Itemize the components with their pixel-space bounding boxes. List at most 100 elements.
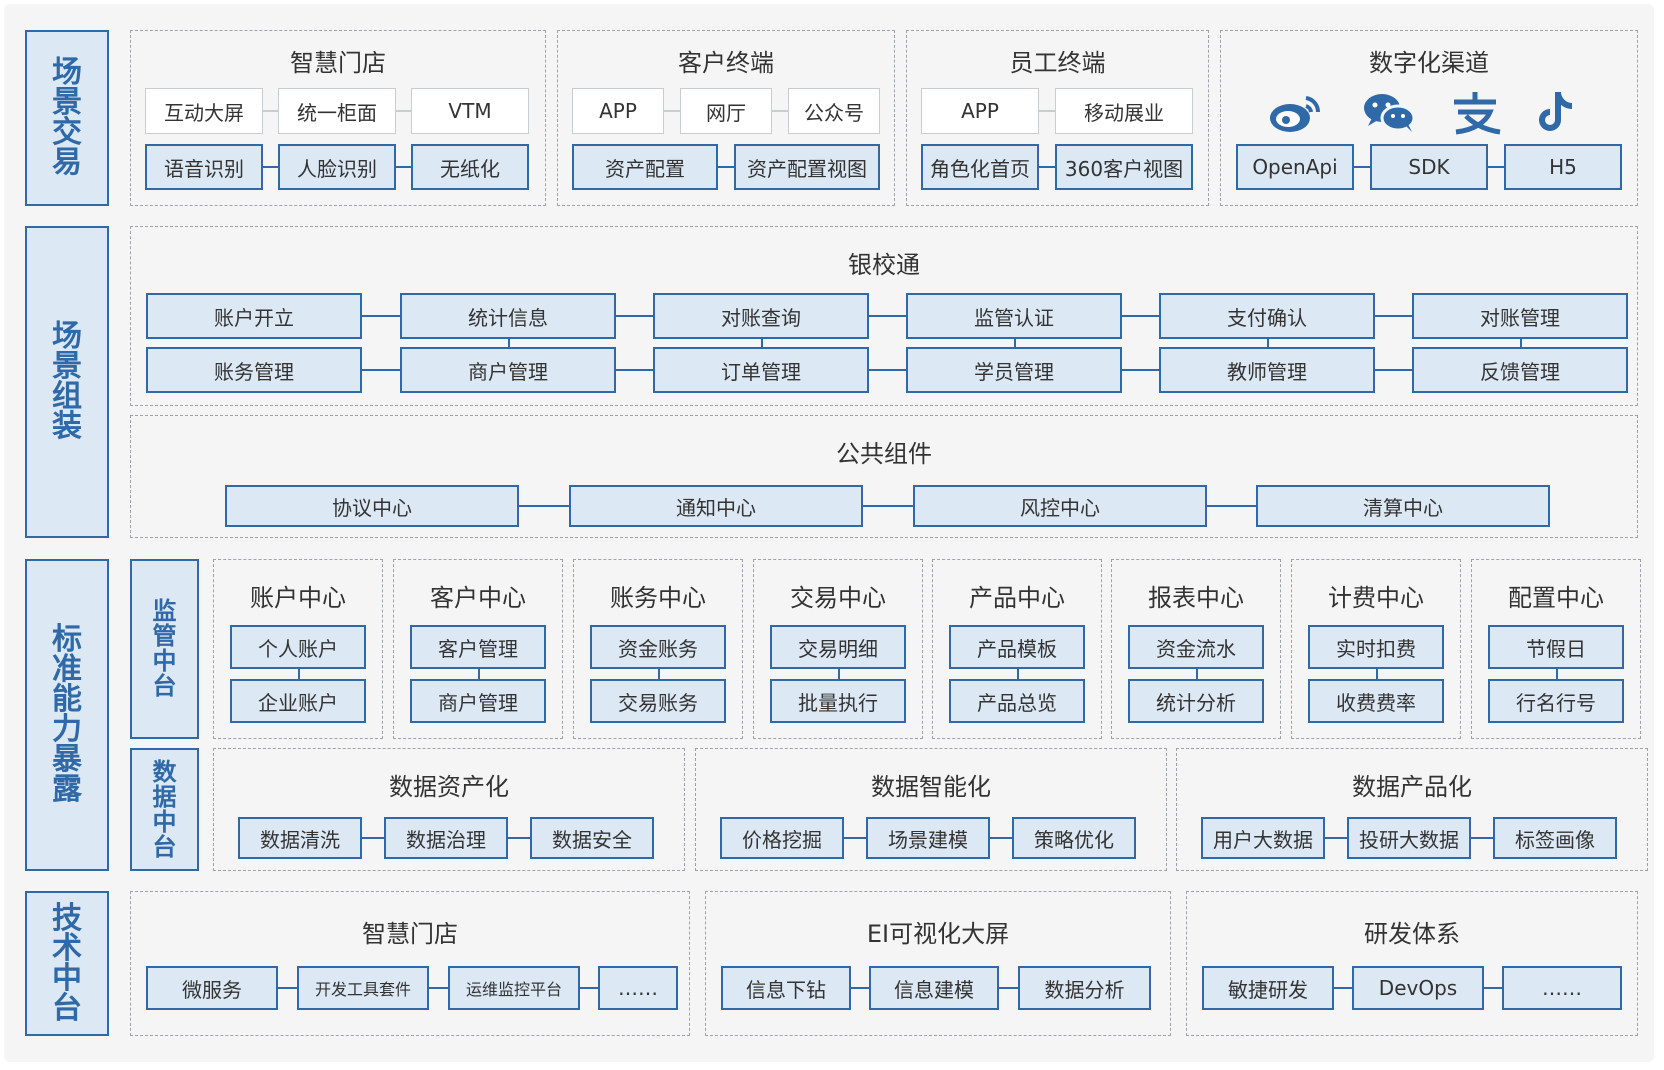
box: 反馈管理 xyxy=(1412,347,1628,393)
connector xyxy=(761,339,763,347)
connector xyxy=(851,987,869,989)
box: OpenApi xyxy=(1236,144,1354,190)
box: 数据治理 xyxy=(384,817,508,859)
sublayer-label: 监管中台 xyxy=(152,597,177,700)
panel-tech-group: EI可视化大屏 xyxy=(705,891,1171,1036)
box: H5 xyxy=(1504,144,1622,190)
connector xyxy=(1376,669,1378,679)
box: 通知中心 xyxy=(569,485,863,527)
box: 商户管理 xyxy=(400,347,616,393)
box: 对账管理 xyxy=(1412,293,1628,339)
box: 产品总览 xyxy=(949,679,1085,723)
box: 互动大屏 xyxy=(145,88,263,134)
box: 订单管理 xyxy=(653,347,869,393)
connector xyxy=(999,987,1018,989)
box: 网厅 xyxy=(680,88,772,134)
connector xyxy=(278,987,297,989)
sublayer-data: 数据中台 xyxy=(130,748,199,871)
layer-label: 技术中台 xyxy=(52,900,82,1026)
panel-title: 报表中心 xyxy=(1148,584,1244,612)
connector xyxy=(1039,166,1055,168)
panel-title: 账户中心 xyxy=(250,584,346,612)
connector xyxy=(396,166,411,168)
box: 交易账务 xyxy=(590,679,726,723)
panel-title: 交易中心 xyxy=(790,584,886,612)
panel-title: 公共组件 xyxy=(836,440,932,468)
panel-title: 客户中心 xyxy=(430,584,526,612)
sublayer-regulation: 监管中台 xyxy=(130,559,199,739)
box: 个人账户 xyxy=(230,625,366,669)
box: 运维监控平台 xyxy=(448,966,580,1010)
connector xyxy=(1556,669,1558,679)
connector xyxy=(362,837,384,839)
box: 风控中心 xyxy=(913,485,1207,527)
wechat-icon xyxy=(1364,94,1416,132)
box: 场景建模 xyxy=(866,817,990,859)
connector xyxy=(298,669,300,679)
connector xyxy=(429,987,448,989)
panel-title: 产品中心 xyxy=(969,584,1065,612)
box: 无纸化 xyxy=(411,144,529,190)
connector xyxy=(869,369,906,371)
panel-title: 数据智能化 xyxy=(871,773,991,801)
panel-title: 数据产品化 xyxy=(1352,773,1472,801)
box: 商户管理 xyxy=(410,679,546,723)
connector xyxy=(396,110,411,112)
box: 信息建模 xyxy=(869,966,999,1010)
panel-title: EI可视化大屏 xyxy=(866,920,1010,948)
box: 语音识别 xyxy=(145,144,263,190)
box: 开发工具套件 xyxy=(297,966,429,1010)
connector xyxy=(990,837,1012,839)
panel-title: 客户终端 xyxy=(678,49,774,77)
box: 人脸识别 xyxy=(278,144,396,190)
connector xyxy=(658,669,660,679)
box: 公众号 xyxy=(788,88,880,134)
panel-title: 账务中心 xyxy=(610,584,706,612)
connector xyxy=(1471,837,1493,839)
box: 客户管理 xyxy=(410,625,546,669)
connector xyxy=(263,166,278,168)
box: 数据分析 xyxy=(1018,966,1151,1010)
connector xyxy=(664,110,680,112)
box: 统计信息 xyxy=(400,293,616,339)
panel-title: 数字化渠道 xyxy=(1369,49,1489,77)
box: 资产配置视图 xyxy=(734,144,880,190)
connector xyxy=(1267,339,1269,347)
panel-title: 智慧门店 xyxy=(362,920,458,948)
connector xyxy=(1488,166,1504,168)
connector xyxy=(1039,110,1055,112)
connector xyxy=(1014,339,1016,347)
connector xyxy=(1207,505,1256,507)
box: VTM xyxy=(411,88,529,134)
connector xyxy=(478,669,480,679)
box: 协议中心 xyxy=(225,485,519,527)
box: 策略优化 xyxy=(1012,817,1136,859)
connector xyxy=(1325,837,1347,839)
connector xyxy=(1334,987,1352,989)
layer-scene-transaction: 场景交易 xyxy=(25,30,109,206)
box: 移动展业 xyxy=(1055,88,1193,134)
connector xyxy=(1122,369,1159,371)
box: APP xyxy=(921,88,1039,134)
connector xyxy=(1354,166,1370,168)
box: 节假日 xyxy=(1488,625,1624,669)
connector xyxy=(1484,987,1502,989)
connector xyxy=(772,110,788,112)
connector xyxy=(863,505,913,507)
panel-tech-group: 智慧门店 xyxy=(130,891,690,1036)
box: 监管认证 xyxy=(906,293,1122,339)
box: 支付确认 xyxy=(1159,293,1375,339)
box: 清算中心 xyxy=(1256,485,1550,527)
box: 资产配置 xyxy=(572,144,718,190)
box: 数据清洗 xyxy=(238,817,362,859)
box: 信息下钻 xyxy=(721,966,851,1010)
box: 微服务 xyxy=(146,966,278,1010)
layer-label: 标准能力暴露 xyxy=(52,622,82,807)
box: 360客户视图 xyxy=(1055,144,1193,190)
box: 价格挖掘 xyxy=(720,817,844,859)
connector xyxy=(508,837,530,839)
panel-title: 数据资产化 xyxy=(389,773,509,801)
connector xyxy=(844,837,866,839)
panel-tech-group: 研发体系 xyxy=(1186,891,1638,1036)
box: 收费费率 xyxy=(1308,679,1444,723)
